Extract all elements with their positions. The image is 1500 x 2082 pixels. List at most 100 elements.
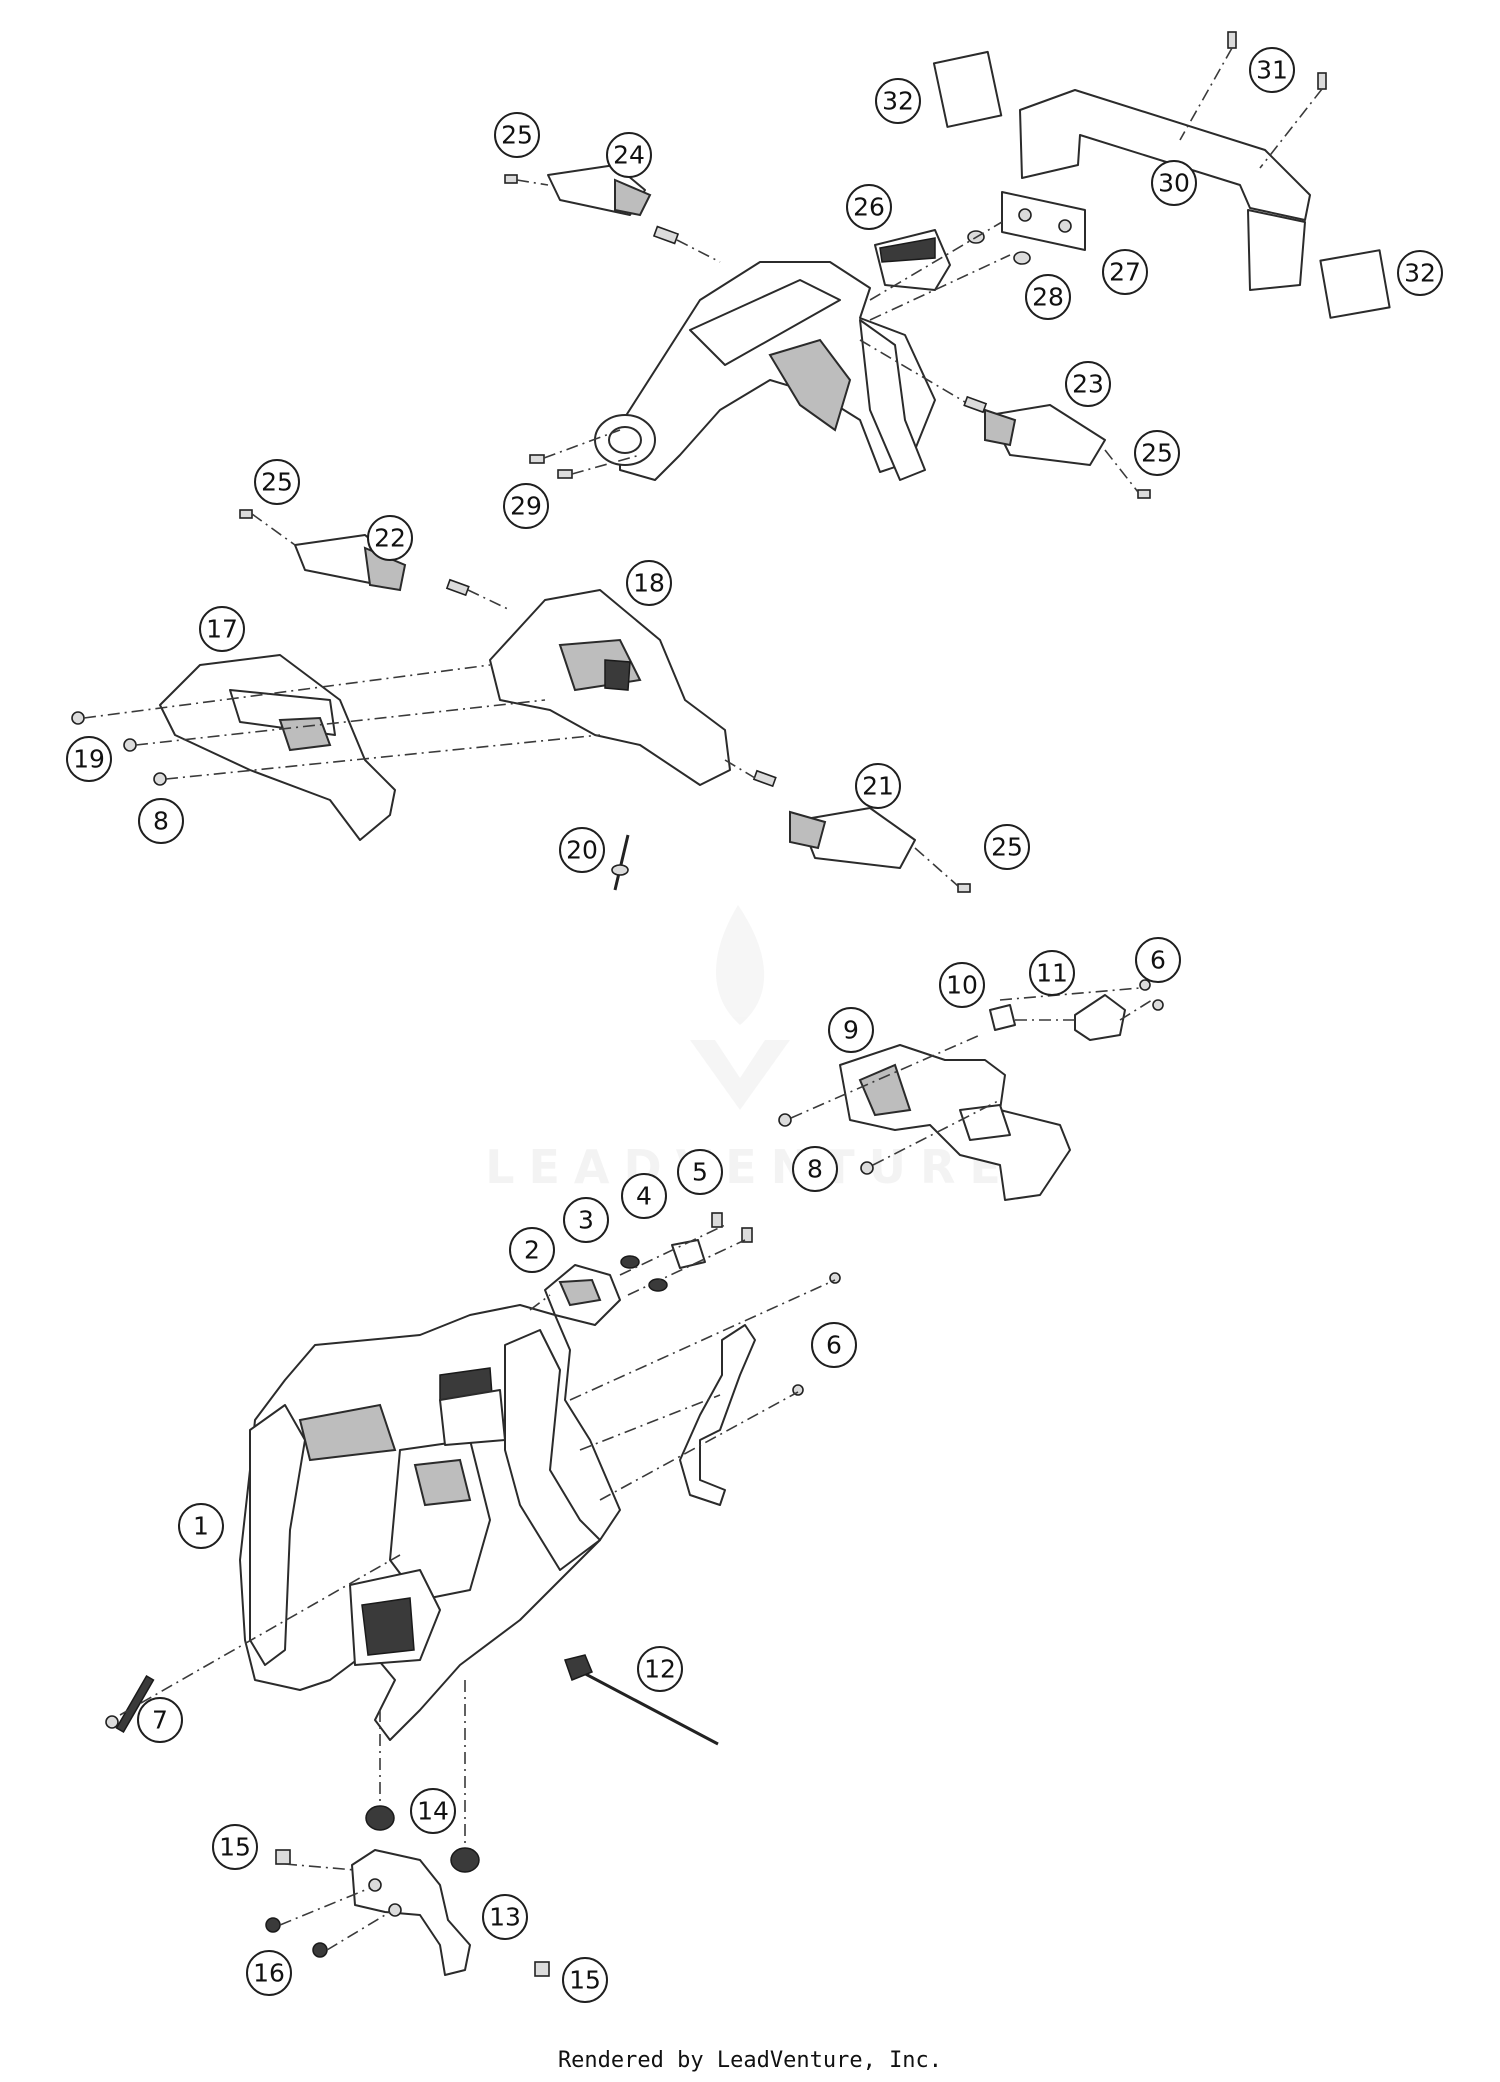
callout-10: 10 — [939, 962, 985, 1008]
callout-11: 11 — [1029, 950, 1075, 996]
bracket-6-lower — [679, 1272, 841, 1506]
license-light-26 — [874, 229, 951, 291]
watermark-logo: LEADVENTURE — [485, 905, 1015, 1194]
callout-9: 9 — [828, 1007, 874, 1053]
svg-text:6: 6 — [1150, 946, 1166, 975]
screws-19-8-25-mid — [71, 509, 971, 893]
callout-6-lower: 6 — [811, 1322, 857, 1368]
screw-7 — [105, 1674, 155, 1734]
svg-text:5: 5 — [692, 1158, 708, 1187]
indicator-23 — [963, 395, 1106, 466]
callout-4: 4 — [621, 1173, 667, 1219]
svg-text:25: 25 — [261, 468, 293, 497]
svg-text:3: 3 — [578, 1206, 594, 1235]
sensor-10 — [989, 1004, 1016, 1031]
callout-14: 14 — [410, 1788, 456, 1834]
cable-tie-12 — [564, 1654, 719, 1746]
callout-26: 26 — [846, 184, 892, 230]
svg-text:25: 25 — [991, 833, 1023, 862]
callout-30: 30 — [1151, 160, 1197, 206]
callout-24: 24 — [606, 132, 652, 178]
svg-text:15: 15 — [219, 1833, 251, 1862]
svg-text:31: 31 — [1256, 56, 1288, 85]
callout-32-top: 32 — [875, 78, 921, 124]
svg-text:2: 2 — [524, 1236, 540, 1265]
callout-3: 3 — [563, 1197, 609, 1243]
svg-text:12: 12 — [644, 1655, 676, 1684]
rear-frame-assembly — [594, 261, 936, 481]
svg-text:29: 29 — [510, 492, 542, 521]
callout-27: 27 — [1102, 249, 1148, 295]
callout-29: 29 — [503, 483, 549, 529]
svg-text:7: 7 — [152, 1706, 168, 1735]
callout-28: 28 — [1025, 274, 1071, 320]
callout-19: 19 — [66, 736, 112, 782]
callout-21: 21 — [855, 763, 901, 809]
callout-8-right: 8 — [792, 1146, 838, 1192]
screws-9-8-right — [778, 1113, 874, 1175]
callout-25-top-right: 25 — [1134, 430, 1180, 476]
cover-17 — [159, 654, 396, 841]
svg-text:25: 25 — [1141, 439, 1173, 468]
screws-5 — [711, 1212, 753, 1243]
rubber-bushing-14 — [365, 1805, 480, 1873]
svg-text:14: 14 — [417, 1797, 449, 1826]
svg-text:18: 18 — [633, 569, 665, 598]
callout-32-right: 32 — [1397, 250, 1443, 296]
indicator-24 — [547, 164, 680, 245]
svg-text:8: 8 — [153, 807, 169, 836]
callout-31: 31 — [1249, 47, 1295, 93]
bracket-18 — [489, 589, 731, 786]
watermark-text: LEADVENTURE — [485, 1140, 1015, 1194]
svg-text:11: 11 — [1036, 959, 1068, 988]
switch-11 — [1074, 979, 1164, 1041]
holder-9 — [839, 1044, 1071, 1201]
plate-27 — [1001, 191, 1086, 251]
svg-text:8: 8 — [807, 1155, 823, 1184]
svg-text:16: 16 — [253, 1959, 285, 1988]
svg-text:17: 17 — [206, 615, 238, 644]
svg-text:20: 20 — [566, 836, 598, 865]
callout-17: 17 — [199, 606, 245, 652]
reflector-32-right — [1319, 249, 1391, 319]
svg-text:21: 21 — [862, 772, 894, 801]
callout-20: 20 — [559, 827, 605, 873]
sleeve-4 — [671, 1239, 706, 1269]
svg-text:9: 9 — [843, 1016, 859, 1045]
leaders-right-mid — [790, 987, 1153, 1166]
svg-text:6: 6 — [826, 1331, 842, 1360]
indicator-21 — [752, 769, 916, 869]
bolts-15-16 — [265, 1849, 550, 1977]
svg-text:19: 19 — [73, 745, 105, 774]
callout-15-right: 15 — [562, 1957, 608, 2003]
svg-text:26: 26 — [853, 193, 885, 222]
svg-text:15: 15 — [569, 1966, 601, 1995]
bracket-13 — [351, 1849, 471, 1976]
svg-text:1: 1 — [193, 1512, 209, 1541]
footer-credit: Rendered by LeadVenture, Inc. — [557, 2048, 943, 2073]
callout-5: 5 — [677, 1149, 723, 1195]
svg-text:23: 23 — [1072, 370, 1104, 399]
svg-text:30: 30 — [1158, 169, 1190, 198]
screws-29-25-top — [504, 174, 1151, 499]
callout-6-upper: 6 — [1135, 937, 1181, 983]
svg-text:28: 28 — [1032, 283, 1064, 312]
svg-text:10: 10 — [946, 971, 978, 1000]
svg-text:24: 24 — [613, 141, 645, 170]
svg-text:13: 13 — [489, 1903, 521, 1932]
connector-2 — [544, 1264, 621, 1326]
headlight-mask-1 — [239, 1304, 621, 1741]
callout-16: 16 — [246, 1950, 292, 1996]
callout-25-top-left: 25 — [494, 112, 540, 158]
callout-8-left: 8 — [138, 798, 184, 844]
callout-15-left: 15 — [212, 1824, 258, 1870]
callout-2: 2 — [509, 1227, 555, 1273]
leaders-top — [516, 47, 1323, 493]
svg-text:25: 25 — [501, 121, 533, 150]
callout-7: 7 — [137, 1697, 183, 1743]
leaders-lower — [119, 1224, 836, 1951]
reflector-32-top — [932, 50, 1003, 128]
leaders-mid — [83, 513, 959, 887]
license-bracket-30 — [1019, 89, 1311, 291]
